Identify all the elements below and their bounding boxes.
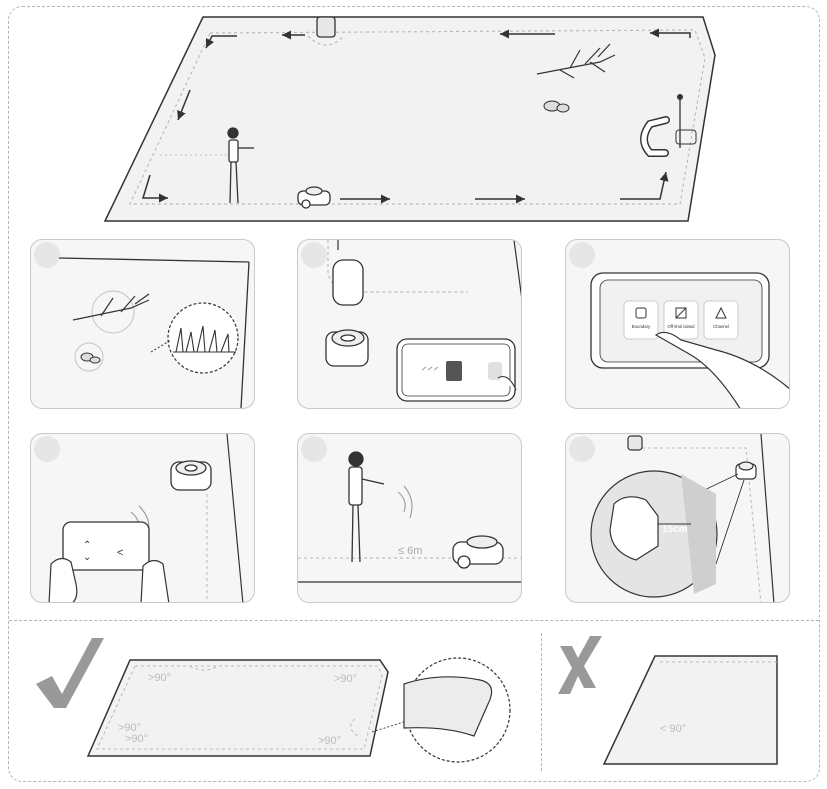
step-marker [301, 242, 327, 268]
off-limit-island-button-label: Off-limit island [667, 324, 695, 329]
compare-divider [541, 633, 542, 771]
boundary-path [129, 29, 706, 205]
off-limit-island-icon [675, 307, 687, 319]
panel-clear-debris [30, 239, 255, 409]
panel-start-mapping [297, 239, 522, 409]
boundary-icon [635, 307, 647, 319]
channel-warning-icon [715, 306, 727, 319]
angle-comparison: >90° >90° >90° >90° >90° < 90° [36, 636, 778, 765]
down-arrow-icon: ⌄ [83, 552, 91, 563]
charging-station-icon [316, 16, 336, 38]
person-icon [348, 451, 385, 563]
grass-icon [173, 325, 236, 353]
person-icon [160, 127, 254, 204]
bad-lawn-outline [602, 655, 778, 765]
hand-icon [48, 557, 78, 602]
panel-app-select-mode: Boundary Off-limit island Channel [565, 239, 790, 409]
panel-follow-distance: ≤ 6m [297, 433, 522, 603]
phone-icon [62, 521, 150, 571]
left-arrow-icon: < [117, 547, 123, 559]
hand-icon [654, 331, 789, 408]
channel-button-label: Channel [713, 324, 729, 329]
edge-distance-label: 15cm [662, 524, 688, 535]
mower-icon [735, 461, 757, 480]
angle-label: < 90° [660, 723, 686, 735]
stones-icon [80, 352, 101, 364]
boundary-button[interactable] [623, 300, 659, 340]
step-marker [301, 436, 327, 462]
mower-icon [297, 186, 331, 209]
mower-icon [452, 535, 504, 569]
section-divider [9, 620, 819, 621]
stones-icon [543, 100, 570, 113]
angle-label: >90° [334, 673, 357, 685]
step-marker [569, 436, 595, 462]
step-marker [569, 242, 595, 268]
branch-icon [536, 43, 616, 79]
lawn-overview [103, 16, 716, 222]
angle-label: >90° [118, 722, 141, 734]
good-lawn-outline [86, 659, 389, 757]
boundary-button-label: Boundary [632, 324, 651, 329]
charging-station-icon [332, 259, 364, 306]
lawn-outline [103, 16, 716, 222]
angle-label: >90° [318, 735, 341, 747]
panel-remote-control: ⌃ ⌄ < [30, 433, 255, 603]
mower-icon [325, 329, 369, 367]
angle-label: >90° [148, 672, 171, 684]
off-limit-island-button[interactable] [663, 300, 699, 340]
step-marker [34, 436, 60, 462]
distance-label: ≤ 6m [398, 545, 422, 557]
cross-icon [558, 636, 602, 694]
charging-station-icon [627, 435, 643, 451]
step-marker [34, 242, 60, 268]
diagram-frame [8, 6, 820, 782]
mower-icon [170, 460, 212, 491]
hand-icon [140, 559, 170, 602]
angle-label: >90° [125, 733, 148, 745]
up-arrow-icon: ⌃ [83, 540, 91, 551]
mower-on-screen-icon [446, 361, 462, 381]
panel-edge-distance: 15cm [565, 433, 790, 603]
check-icon [36, 638, 104, 708]
branch-icon [72, 293, 150, 321]
channel-button[interactable] [703, 300, 739, 340]
